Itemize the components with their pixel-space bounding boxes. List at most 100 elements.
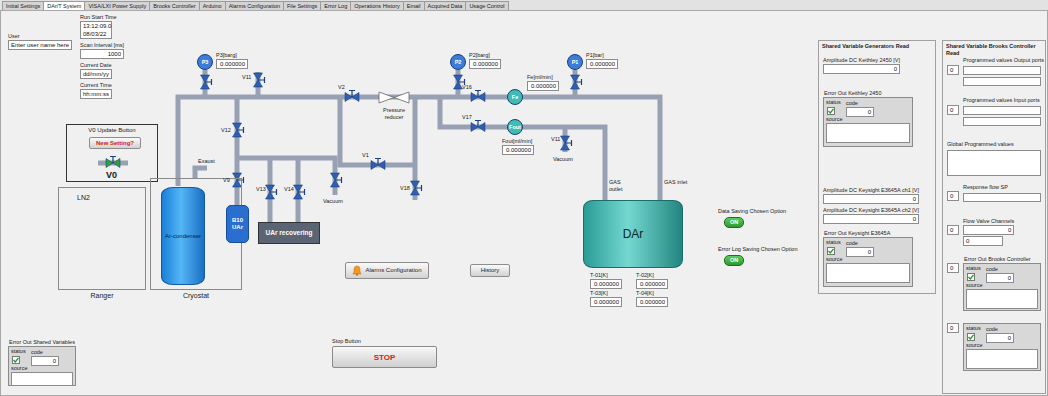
panel-frame: Shared Variable Generators ReadAmplitude… — [818, 40, 936, 294]
node-text: P3 — [202, 59, 209, 66]
node-text: P1 — [572, 59, 579, 66]
field-label: Amplitude DC Keysight E3645A ch2 [V] — [823, 207, 919, 214]
node-text: Operations History — [354, 3, 400, 9]
valve-tag: V0 — [106, 170, 117, 180]
node-text: 0 — [947, 191, 959, 201]
node-text: Ar-condenser — [165, 233, 201, 240]
pressure-gauge: P2 — [450, 54, 466, 70]
node-text: UAr recovering — [266, 229, 313, 237]
node-text: History — [481, 267, 500, 274]
toggle-switch: Error Log Saving Chosen OptionON — [718, 246, 798, 266]
node-text: Fout — [509, 124, 521, 131]
status-checkbox — [967, 333, 975, 341]
node-text: Shared Variable Generators Read — [822, 43, 932, 50]
checkbox-tick — [969, 335, 974, 339]
field-label: Error Out Shared Variables — [9, 339, 75, 346]
valve-handle — [110, 157, 116, 164]
tab-button: Alarms Configuration — [225, 1, 284, 10]
node-text: Error Log — [324, 3, 347, 9]
front-panel — [1, 11, 1048, 396]
node-text: 0.000000 — [527, 81, 559, 91]
valve-symbol — [371, 159, 385, 170]
checkbox-frame — [13, 357, 20, 364]
node-text: 0.000000 — [636, 297, 668, 307]
node-text: status — [966, 265, 981, 272]
valve-handle — [565, 140, 572, 146]
field-label: code — [986, 326, 1014, 333]
checkbox-tick — [14, 358, 19, 362]
source-field — [826, 263, 910, 283]
valve-symbol — [571, 75, 582, 89]
valve-label: V18 — [400, 185, 410, 192]
node-text: 0 — [963, 225, 1014, 235]
node-text: 0 — [947, 323, 959, 333]
array-element — [947, 150, 1041, 176]
valve-label: Exaust — [198, 158, 215, 165]
node-text: ON — [724, 255, 744, 266]
array-display: Global Programmed values — [947, 141, 1041, 176]
error-source: source — [11, 365, 73, 386]
field-label: User — [8, 33, 72, 40]
flow-meter: Fe — [507, 89, 523, 105]
node-text: source — [826, 116, 910, 123]
tab-button: Initial Settings — [2, 1, 44, 10]
checkbox-tick — [829, 109, 834, 113]
status-checkbox — [12, 356, 20, 364]
node-text: 0.000000 — [502, 145, 534, 155]
node-text: Response flow SP — [963, 184, 1041, 191]
node-text: Alarms Configuration — [229, 3, 280, 9]
stop-button: Stop ButtonSTOP — [332, 338, 437, 368]
node-text: 0.000000 — [590, 297, 622, 307]
valve-handle — [205, 79, 212, 85]
bell-icon — [352, 265, 362, 276]
valve-symbol — [561, 136, 572, 150]
node-text: 0 — [823, 214, 919, 224]
node-text: Initial Settings — [6, 3, 40, 9]
tab-button: VISA/LXI Power Supply — [84, 1, 150, 10]
temperature-indicator: T-04[K]0.000000 — [636, 290, 668, 307]
node-text: 0 — [823, 64, 900, 74]
numeric-indicator: Fe[ml/min]0.000000 — [527, 74, 559, 91]
text-input: UserEnter user name here — [8, 33, 72, 50]
array-element — [963, 106, 1041, 115]
node-text: 1000 — [80, 49, 124, 59]
valve-label: V14 — [284, 186, 294, 193]
array-index: 0 — [947, 263, 959, 273]
field-label: T-02[K] — [636, 272, 668, 279]
node-text: Enter user name here — [8, 40, 72, 50]
error-cluster: statuscode0source — [963, 323, 1041, 371]
bell-clapper — [356, 274, 358, 276]
reducer-symbol — [378, 91, 410, 104]
error-cluster: Error Out Shared Variablesstatuscode0sou… — [8, 346, 76, 386]
array-element — [963, 117, 1041, 126]
valve-symbol — [294, 185, 305, 199]
valve-label: Vacuum — [323, 198, 343, 205]
field-label: Flow Valve Channels — [963, 218, 1014, 225]
valve-label: V1 — [362, 152, 369, 159]
field-label: P3[barg] — [216, 52, 248, 59]
node-text: source — [966, 342, 1038, 349]
numeric-indicator: Flow Valve Channels0 — [963, 218, 1014, 235]
field-label: Error Out Brooks Controller — [964, 256, 1031, 263]
checkbox-tick — [969, 275, 974, 279]
node-text: Programmed values Input ports — [963, 97, 1041, 104]
field-label: T-03[K] — [590, 290, 622, 297]
valve-symbol — [233, 123, 244, 137]
node-text: 0 — [986, 333, 1014, 343]
node-text: Acquired Data — [428, 3, 463, 9]
source-field — [966, 289, 1038, 309]
field-label: code — [846, 240, 874, 247]
condenser-vessel: Ar-condenser — [161, 187, 205, 285]
numeric-control: Scan Interval [ms]1000 — [80, 42, 124, 59]
node-text: status — [11, 348, 26, 355]
node-text: Brooks Controller — [153, 3, 196, 9]
field-label: code — [31, 349, 59, 356]
field-label: Scan Interval [ms] — [80, 42, 124, 49]
node-text: P2 — [455, 59, 462, 66]
node-text: V0 Update Button — [67, 127, 157, 134]
node-text: Shared Variable Brooks Controller Read — [946, 43, 1042, 56]
valve-symbol — [471, 91, 485, 102]
array-element — [963, 193, 1041, 202]
node-text: Cryostat — [183, 292, 209, 300]
array-element — [963, 77, 1041, 86]
